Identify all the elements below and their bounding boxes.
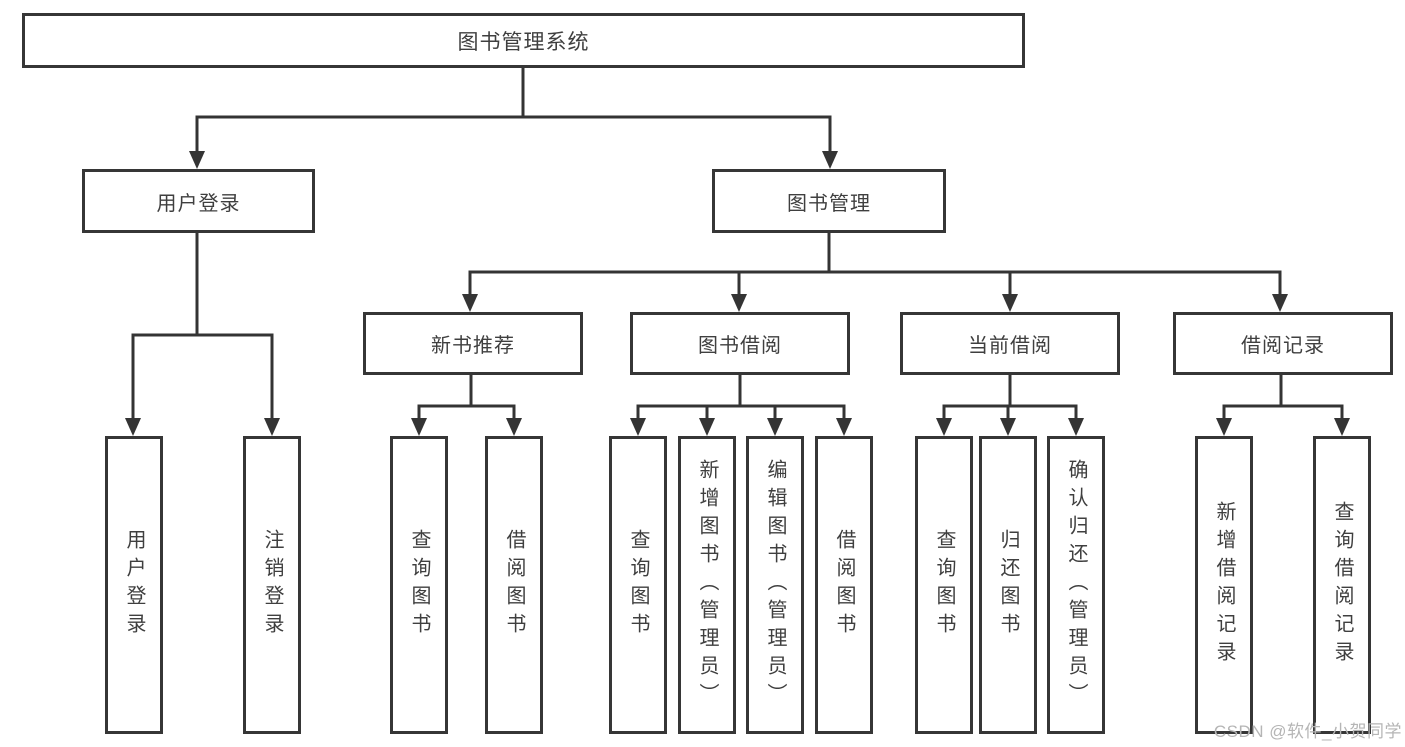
leaf-edit-books-admin: 编辑图书（管理员） xyxy=(746,436,804,734)
leaf-confirm-return-admin: 确认归还（管理员） xyxy=(1047,436,1105,734)
leaf-borrow-books: 借阅图书 xyxy=(815,436,873,734)
leaf-query-borrow-record: 查询借阅记录 xyxy=(1313,436,1371,734)
leaf-query-books-borrow: 查询图书 xyxy=(609,436,667,734)
leaf-borrow-books-recommend: 借阅图书 xyxy=(485,436,543,734)
node-borrow-records: 借阅记录 xyxy=(1173,312,1393,375)
node-library-system: 图书管理系统 xyxy=(22,13,1025,68)
node-user-login: 用户登录 xyxy=(82,169,315,233)
csdn-watermark: CSDN @软件_小贺同学 xyxy=(1213,722,1402,741)
branch-current-borrow xyxy=(936,375,1084,436)
leaf-add-borrow-record: 新增借阅记录 xyxy=(1195,436,1253,734)
node-new-book-recommend: 新书推荐 xyxy=(363,312,583,375)
branch-book-borrow xyxy=(630,375,852,436)
leaf-return-books: 归还图书 xyxy=(979,436,1037,734)
branch-new-book-recommend xyxy=(411,375,522,436)
branch-root xyxy=(189,68,838,169)
branch-borrow-records xyxy=(1216,375,1350,436)
node-book-borrow: 图书借阅 xyxy=(630,312,850,375)
branch-user-login xyxy=(125,233,280,436)
leaf-add-books-admin: 新增图书（管理员） xyxy=(678,436,736,734)
branch-book-management xyxy=(462,233,1288,312)
node-book-management: 图书管理 xyxy=(712,169,946,233)
leaf-query-books-recommend: 查询图书 xyxy=(390,436,448,734)
leaf-query-books-current: 查询图书 xyxy=(915,436,973,734)
leaf-user-login: 用户登录 xyxy=(105,436,163,734)
leaf-logout: 注销登录 xyxy=(243,436,301,734)
node-current-borrow: 当前借阅 xyxy=(900,312,1120,375)
